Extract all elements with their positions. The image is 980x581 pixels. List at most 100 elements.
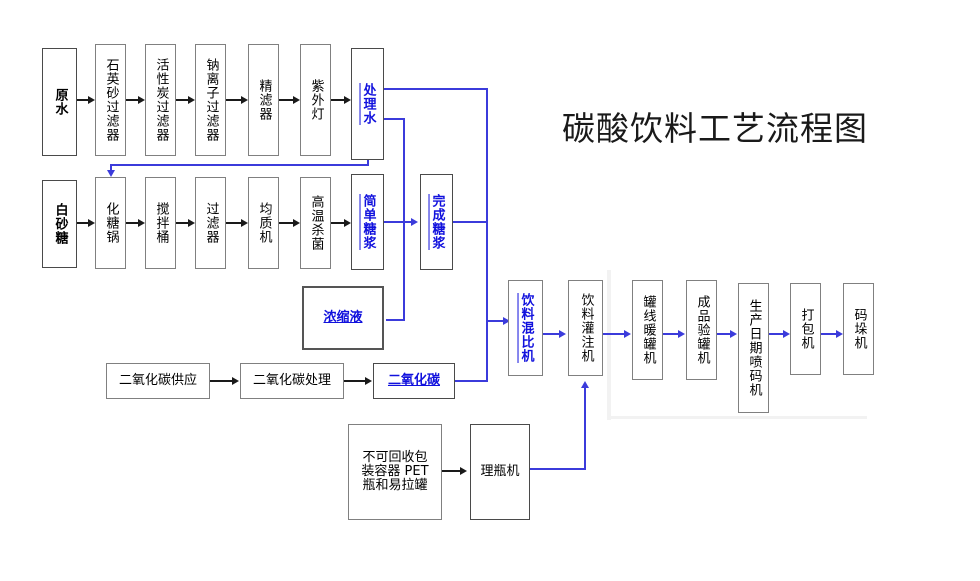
connector-sorter-to-filler-h (530, 468, 586, 470)
connector-water-to-mixer-h1 (384, 88, 488, 90)
connector-water-to-melter-h (110, 164, 369, 166)
connector-water-to-melter-v1 (367, 155, 369, 166)
box-packer[interactable]: 打包机 (790, 283, 821, 375)
box-label: 二氧化碳处理 (252, 372, 331, 388)
box-beverage-mixer[interactable]: 饮料混比机 (508, 280, 543, 376)
connector-to-mixer-h (486, 320, 503, 322)
connector-co2-1 (210, 380, 232, 382)
arrowhead (293, 96, 300, 104)
connector-finished-syrup-out (453, 221, 488, 223)
arrowhead (411, 218, 418, 226)
box-quartz-filter[interactable]: 石英砂过滤器 (95, 44, 126, 156)
connector-fill-2 (603, 333, 624, 335)
arrowhead (344, 96, 351, 104)
background-band (607, 270, 611, 420)
arrowhead (624, 330, 631, 338)
box-beverage-filler[interactable]: 饮料灌注机 (568, 280, 603, 376)
connector-water-to-concentrate-v (403, 118, 405, 321)
box-label: 石英砂过滤器 (103, 58, 119, 142)
connector-sorter-to-filler-v (584, 388, 586, 470)
background-band-2 (607, 416, 867, 419)
box-label: 原水 (52, 88, 68, 116)
box-label: 打包机 (798, 308, 814, 350)
box-carbon-filter[interactable]: 活性炭过滤器 (145, 44, 176, 156)
box-fine-filter[interactable]: 精滤器 (248, 44, 279, 156)
arrowhead (503, 317, 510, 325)
connector-co2-to-mixer-h1 (455, 380, 487, 382)
box-label: 紫外灯 (308, 79, 324, 121)
box-label: 高温杀菌 (308, 195, 324, 251)
connector-water-3 (176, 99, 188, 101)
connector-water-to-concentrate-h1 (384, 118, 405, 120)
connector-syrup-6 (331, 222, 344, 224)
box-can-warmer[interactable]: 罐线暖罐机 (632, 280, 663, 380)
connector-syrup-1 (77, 222, 88, 224)
connector-co2-2 (344, 380, 365, 382)
box-sterilizer[interactable]: 高温杀菌 (300, 177, 331, 269)
box-sugar-melter[interactable]: 化糖锅 (95, 177, 126, 269)
box-label: 饮料混比机 (518, 293, 534, 363)
connector-syrup-4 (226, 222, 241, 224)
box-co2[interactable]: 二氧化碳 (373, 363, 455, 399)
box-simple-syrup[interactable]: 简单糖浆 (351, 174, 384, 270)
connector-fill-5 (769, 333, 783, 335)
box-label: 钠离子过滤器 (203, 58, 219, 142)
box-palletizer[interactable]: 码垛机 (843, 283, 874, 375)
arrowhead (232, 377, 239, 385)
box-label: 简单糖浆 (360, 194, 376, 250)
box-label: 二氧化碳供应 (118, 372, 197, 388)
box-syrup-filter[interactable]: 过滤器 (195, 177, 226, 269)
page-title: 碳酸饮料工艺流程图 (562, 109, 868, 148)
connector-fill-1 (543, 333, 559, 335)
box-label: 不可回收包装容器 PET 瓶和易拉罐 (361, 449, 429, 494)
box-label: 成品验罐机 (694, 295, 710, 365)
box-co2-supply[interactable]: 二氧化碳供应 (106, 363, 210, 399)
box-date-printer[interactable]: 生产日期喷码机 (738, 283, 769, 413)
box-uv-lamp[interactable]: 紫外灯 (300, 44, 331, 156)
box-label: 精滤器 (256, 79, 272, 121)
arrowhead (581, 381, 589, 388)
connector-pet-to-sorter (442, 470, 460, 472)
box-finished-syrup[interactable]: 完成糖浆 (420, 174, 453, 270)
box-raw-water[interactable]: 原水 (42, 48, 77, 156)
connector-water-to-melter-v2 (110, 164, 112, 172)
connector-fill-3 (663, 333, 678, 335)
box-sodium-filter[interactable]: 钠离子过滤器 (195, 44, 226, 156)
box-homogenizer[interactable]: 均质机 (248, 177, 279, 269)
connector-syrup-3 (176, 222, 188, 224)
box-label: 处理水 (360, 83, 376, 125)
box-label: 活性炭过滤器 (153, 58, 169, 142)
arrowhead (88, 96, 95, 104)
box-bottle-sorter[interactable]: 理瓶机 (470, 424, 530, 520)
connector-water-to-concentrate-h2 (386, 319, 405, 321)
arrowhead (241, 96, 248, 104)
connector-fill-6 (821, 333, 836, 335)
box-label: 完成糖浆 (429, 194, 445, 250)
box-label: 二氧化碳 (387, 372, 440, 388)
arrowhead (241, 219, 248, 227)
box-mixing-tank[interactable]: 搅拌桶 (145, 177, 176, 269)
box-treated-water[interactable]: 处理水 (351, 48, 384, 160)
box-concentrate[interactable]: 浓缩液 (302, 286, 384, 350)
arrowhead (188, 96, 195, 104)
arrowhead (559, 330, 566, 338)
box-sugar[interactable]: 白砂糖 (42, 180, 77, 268)
box-pet-container[interactable]: 不可回收包装容器 PET 瓶和易拉罐 (348, 424, 442, 520)
connector-fill-4 (717, 333, 730, 335)
arrowhead (188, 219, 195, 227)
box-co2-treatment[interactable]: 二氧化碳处理 (240, 363, 344, 399)
connector-water-to-mixer-v (486, 88, 488, 321)
box-can-inspector[interactable]: 成品验罐机 (686, 280, 717, 380)
connector-water-4 (226, 99, 241, 101)
connector-syrup-2 (126, 222, 138, 224)
arrowhead (836, 330, 843, 338)
arrowhead (88, 219, 95, 227)
arrowhead (138, 96, 145, 104)
connector-simple-to-finished (384, 221, 411, 223)
box-label: 码垛机 (851, 308, 867, 350)
connector-water-2 (126, 99, 138, 101)
connector-water-1 (77, 99, 88, 101)
arrowhead (365, 377, 372, 385)
box-label: 饮料灌注机 (578, 293, 594, 363)
